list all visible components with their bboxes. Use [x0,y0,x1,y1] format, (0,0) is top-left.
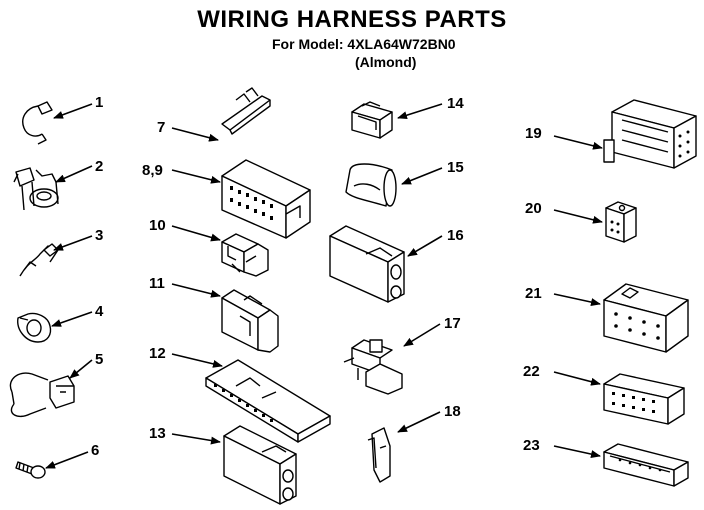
callout-6: 6 [91,442,99,459]
part-4-grommet [17,312,52,343]
part-10-housing [221,233,269,277]
part-22-multi-connector [603,373,685,425]
part-18-clip [367,427,391,483]
callout-17: 17 [444,315,461,332]
part-20-small-plug [605,201,637,243]
callout-22: 22 [523,363,540,380]
callout-7: 7 [157,119,165,136]
callout-21: 21 [525,285,542,302]
part-1-clip [22,101,53,145]
part-19-multi-connector [603,99,697,169]
callout-8-9: 8,9 [142,162,163,179]
callout-18: 18 [444,403,461,420]
part-11-terminal-housing [221,289,279,353]
part-5-strain-clamp [9,372,75,418]
callout-12: 12 [149,345,166,362]
callout-5: 5 [95,351,103,368]
callout-arrows [45,103,603,469]
callout-13: 13 [149,425,166,442]
callout-1: 1 [95,94,103,111]
callout-numbers: 1 2 3 4 5 6 7 8,9 10 11 12 13 14 15 16 1… [91,94,542,459]
callout-23: 23 [523,437,540,454]
callout-2: 2 [95,158,103,175]
callout-4: 4 [95,303,104,320]
callout-10: 10 [149,217,166,234]
part-7-clip [221,87,271,135]
part-17-block-connector [343,339,403,395]
part-14-plug [351,101,393,139]
callout-19: 19 [525,125,542,142]
part-13-terminal-housing [223,425,297,505]
callout-3: 3 [95,227,103,244]
part-6-screw [15,461,46,479]
callout-20: 20 [525,200,542,217]
callout-14: 14 [447,95,464,112]
page-title: WIRING HARNESS PARTS [197,6,507,33]
part-16-terminal-housing [329,225,405,303]
part-3-wire-clip [19,243,59,277]
callout-16: 16 [447,227,464,244]
part-8-9-connector [221,159,311,239]
model-line: For Model: 4XLA64W72BN0 [272,36,456,52]
part-21-block-connector [603,283,689,353]
callout-15: 15 [447,159,464,176]
callout-11: 11 [149,275,165,292]
part-15-sleeve [345,163,397,207]
part-12-strip [205,359,331,443]
part-2-clamp [13,167,59,211]
color-line: (Almond) [355,54,417,70]
part-23-d-connector [603,443,689,487]
